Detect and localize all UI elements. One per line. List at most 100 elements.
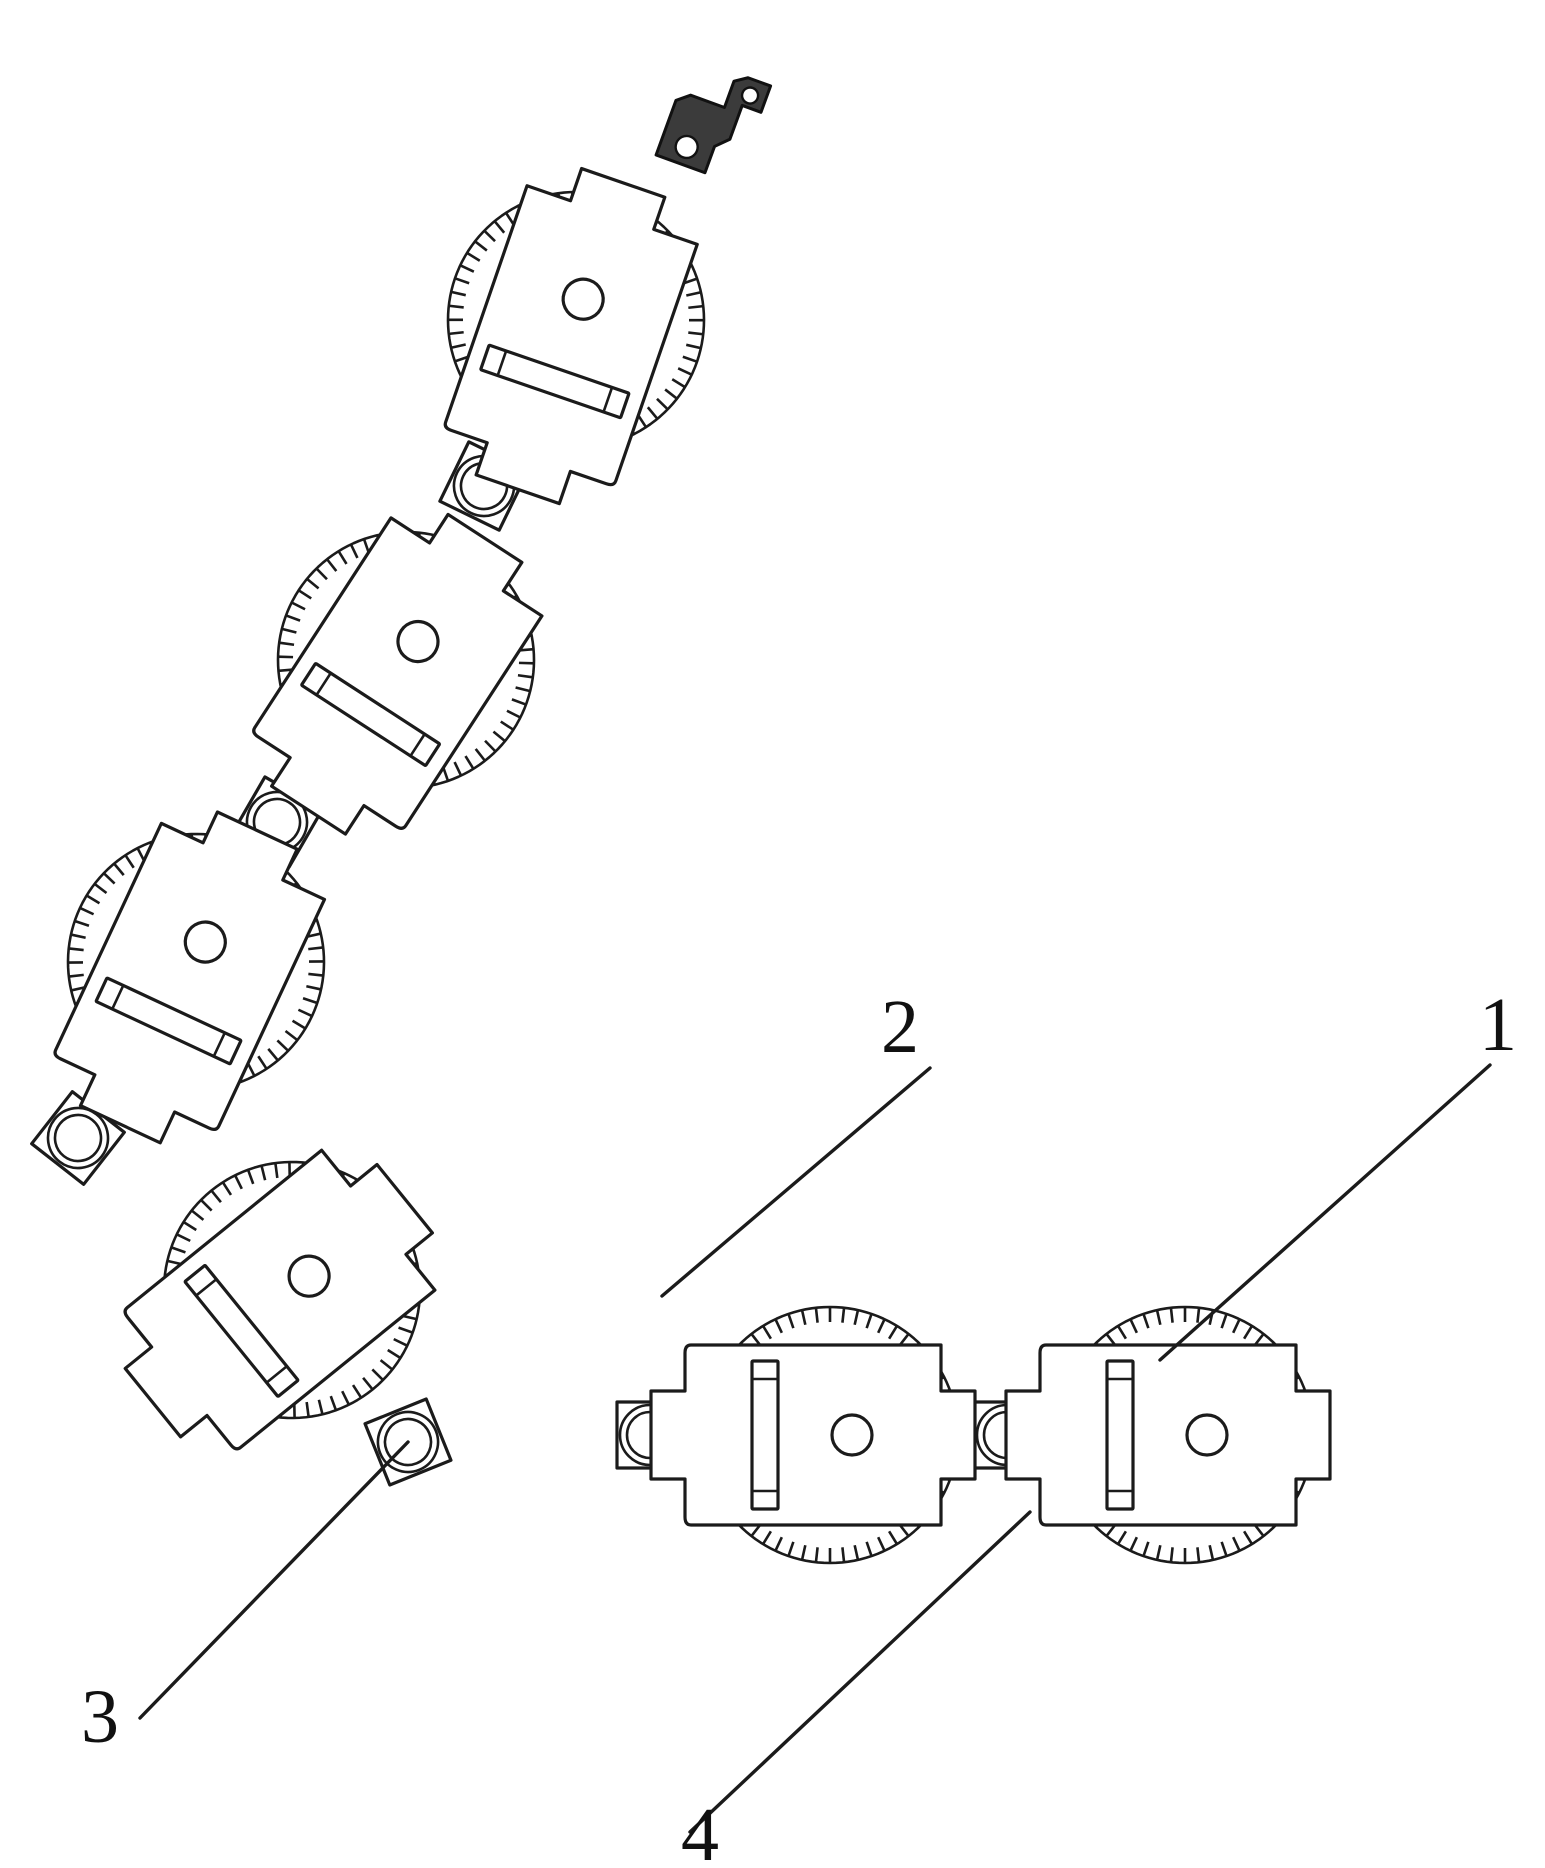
reference-label-3: 3 [81,1675,119,1759]
gear-tooth [1142,1313,1150,1329]
module-body[interactable] [233,489,560,859]
module-4[interactable] [4,776,373,1178]
gear-tooth [682,355,698,363]
gear-tooth [68,947,84,952]
gear-tooth [1243,1325,1254,1340]
center-pivot-hole [1185,1413,1229,1457]
bearing-outer-ring [376,1410,440,1474]
slot-outline[interactable] [1105,1359,1135,1511]
linear-slot-rail[interactable] [300,662,441,767]
gear-tooth [113,862,125,876]
gear-tooth [814,1547,819,1563]
module-body[interactable] [39,793,339,1163]
gear-tooth [450,290,467,297]
robot-chain [4,57,1332,1565]
module-2[interactable] [649,1305,977,1565]
leader-line-2 [660,1066,932,1298]
gear-tooth [170,1246,186,1254]
gear-tooth [337,550,348,565]
gear-tooth [1196,1307,1201,1323]
linear-slot-rail[interactable] [479,343,631,420]
gear-tooth [761,1325,772,1340]
reference-label-4: 4 [681,1793,719,1868]
gear-tooth [841,1307,846,1323]
gear-tooth [297,589,312,600]
module-5[interactable] [201,469,592,880]
gear-tooth [190,1209,205,1221]
module-body[interactable] [1004,1343,1332,1527]
gear-tooth [1220,1541,1228,1557]
gear-tooth [686,290,702,297]
module-body[interactable] [649,1343,977,1527]
gear-tooth [306,577,320,590]
bracket-outline[interactable] [654,57,773,183]
gear-tooth [448,330,464,336]
dark-end-bracket[interactable] [654,57,773,183]
gear-tooth [1169,1547,1174,1563]
bracket-pin-hole [740,86,760,105]
gear-tooth [362,1376,374,1391]
gear-tooth [371,1368,384,1381]
reference-label-1: 1 [1479,983,1517,1067]
gear-tooth [1116,1325,1127,1340]
gear-tooth [67,961,84,964]
gear-tooth [329,1395,338,1411]
gear-tooth [393,1337,408,1347]
gear-tooth [688,318,704,322]
slot-outline[interactable] [94,976,243,1066]
leader-lines [138,1063,1492,1834]
center-pivot-hole [396,619,440,664]
gear-tooth [317,1399,324,1415]
gear-tooth [1155,1544,1162,1561]
slot-end-cap-top [110,984,125,1011]
gear-tooth [453,761,463,777]
gear-tooth [685,343,702,350]
gear-tooth [500,720,515,731]
center-pivot-hole [287,1254,331,1298]
gear-tooth [210,1189,222,1204]
gear-tooth [85,894,101,905]
bearing-inner-ring [383,1417,433,1467]
module-1[interactable] [1004,1305,1332,1565]
gear-tooth [484,739,497,753]
linear-slot-rail[interactable] [1105,1359,1135,1511]
gear-tooth [800,1544,807,1561]
gear-tooth [888,1530,899,1545]
slot-outline[interactable] [300,662,441,767]
gear-tooth [646,406,659,420]
gear-tooth [274,1162,279,1179]
gear-tooth [233,1174,243,1190]
gear-tooth [291,601,306,611]
gear-tooth [315,567,328,581]
gear-tooth [278,655,294,659]
gear-tooth [664,388,678,400]
gear-tooth [1208,1544,1215,1561]
gear-tooth [285,614,301,622]
gear-tooth [1142,1541,1150,1557]
gear-tooth [68,973,84,978]
module-body[interactable] [96,1129,461,1473]
gear-tooth [841,1547,846,1563]
gear-tooth [305,1401,310,1418]
gear-tooth [677,367,693,376]
gear-tooth [93,882,108,895]
slot-end-cap-bottom [265,1364,289,1384]
module-3[interactable] [72,1099,485,1502]
slot-outline[interactable] [479,343,631,420]
gear-tooth [511,698,527,706]
gear-tooth [260,1165,267,1181]
gear-tooth [349,543,359,559]
gear-tooth [398,1326,414,1334]
gear-tooth [853,1309,860,1326]
slot-outline[interactable] [183,1264,300,1398]
linear-slot-rail[interactable] [750,1359,780,1511]
linear-slot-rail[interactable] [94,976,243,1066]
gear-tooth [1231,1318,1241,1334]
slot-outline[interactable] [750,1359,780,1511]
module-6[interactable] [397,141,745,531]
module-body[interactable] [433,154,709,519]
reference-label-2: 2 [881,985,919,1069]
linear-slot-rail[interactable] [183,1264,300,1398]
gear-tooth [306,984,322,991]
